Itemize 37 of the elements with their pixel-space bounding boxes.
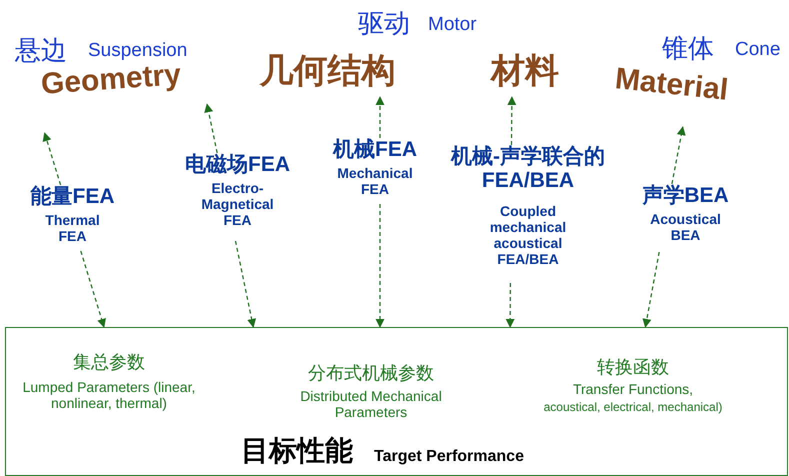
dashed-arrow [376,96,384,138]
dashed-arrow [642,252,660,328]
panel-text: acoustical, electrical, mechanical) [542,401,724,415]
dashed-arrow [506,283,515,328]
panel-text: 分布式机械参数 [307,363,435,384]
dashed-arrow [204,103,218,154]
dashed-arrow [507,96,516,145]
analysis-label: Mechanical FEA [336,165,414,198]
dashed-arrow [671,126,686,184]
part-label: 驱动 [358,7,410,40]
dashed-arrow [234,240,256,328]
heading-text: 材料 [489,52,560,92]
analysis-label: 机械FEA [332,138,418,162]
analysis-label: 声学BEA [641,184,730,208]
panel-text: 集总参数 [72,352,146,373]
analysis-label: Coupled mechanical acoustical FEA/BEA [488,203,568,268]
target-panel [5,327,788,476]
panel-text: Lumped Parameters (linear, nonlinear, thermal) [22,379,196,412]
panel-text: Distributed Mechanical Parameters [299,388,443,420]
heading-text: 几何结构 [258,52,396,92]
part-label: 悬边 [15,34,67,66]
panel-text: 目标性能 [241,435,354,468]
panel-text: 转换函数 [596,357,670,378]
part-label: Motor [428,14,477,36]
panel-text: Transfer Functions, [572,381,694,398]
analysis-label: Electro-Magnetical FEA [200,180,275,228]
analysis-label: Thermal FEA [44,212,101,244]
analysis-label: 能量FEA [30,185,116,210]
analysis-label: Acoustical BEA [649,211,722,244]
dashed-arrow [80,250,106,328]
dashed-arrow [376,204,384,328]
analysis-label: 电磁场FEA [184,153,291,178]
part-label: Suspension [88,40,188,62]
analysis-label: 机械-声学联合的 FEA/BEA [450,145,606,194]
dashed-arrow [42,132,62,186]
panel-text: Target Performance [374,448,525,466]
part-label: Cone [735,39,780,61]
